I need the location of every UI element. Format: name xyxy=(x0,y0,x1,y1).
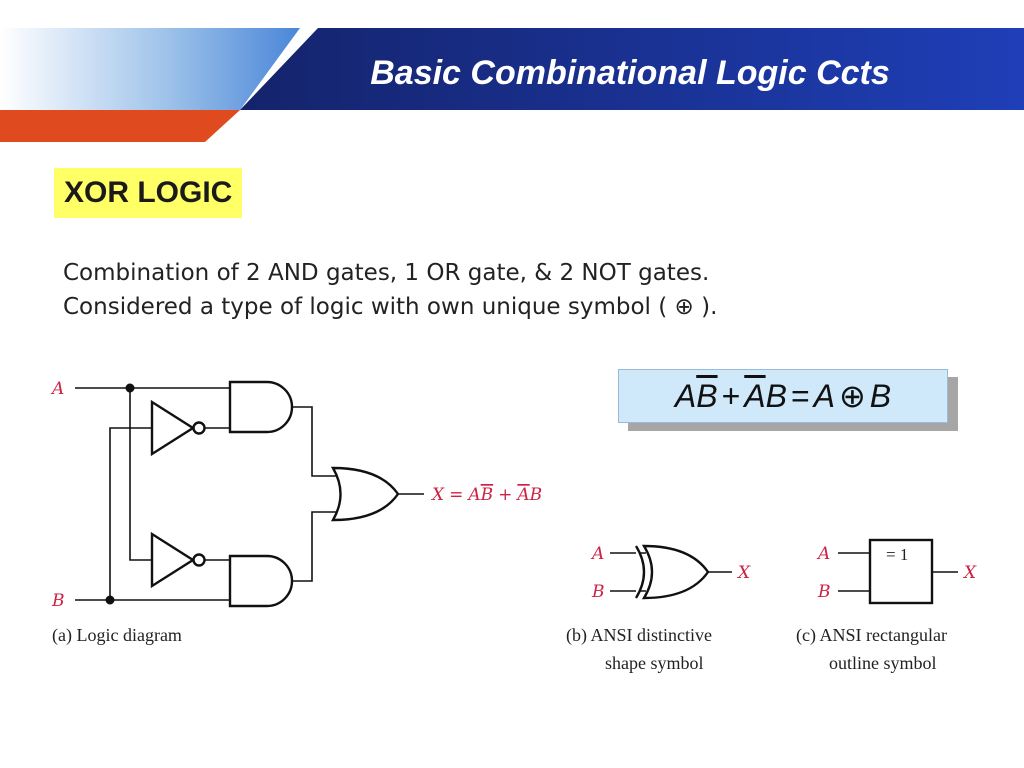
wire-and-upper-to-or xyxy=(292,406,338,477)
logic-diagram: A B X=AB+AB (a) Logic diagram xyxy=(50,379,542,646)
input-b-label: B xyxy=(51,591,65,611)
formula-term1-a: A xyxy=(674,378,697,414)
output-x: X xyxy=(430,485,445,505)
sym-b-input-a: A xyxy=(590,544,604,564)
not-gate-lower-bubble xyxy=(192,553,206,567)
caption-b-line2: shape symbol xyxy=(605,653,704,673)
formula-xor-symbol: ⊕ xyxy=(838,378,866,414)
not-gate-upper xyxy=(150,399,196,457)
caption-c-line2: outline symbol xyxy=(829,653,937,673)
output-equals: = xyxy=(449,485,463,505)
xor-gate-extra-curve xyxy=(634,545,646,599)
formula-term1-b-negated: B xyxy=(696,378,718,414)
wire-b-to-upper-inverter xyxy=(109,427,152,600)
caption-b-line1: (b) ANSI distinctive xyxy=(566,625,712,646)
body-text: Combination of 2 AND gates, 1 OR gate, &… xyxy=(63,256,963,324)
output-t2-b: B xyxy=(529,485,543,505)
header-orange-band xyxy=(0,110,240,142)
header-sky-band xyxy=(0,28,300,110)
formula-equals: = xyxy=(790,378,810,414)
output-t2-a: A xyxy=(515,485,529,505)
sym-c-input-b: B xyxy=(817,582,831,602)
sym-c-input-a: A xyxy=(816,544,830,564)
sym-b-input-b: B xyxy=(591,582,605,602)
xor-gate-body xyxy=(641,544,710,600)
formula-term2-b: B xyxy=(765,378,787,414)
body-line-1: Combination of 2 AND gates, 1 OR gate, &… xyxy=(63,260,710,286)
not-gate-upper-bubble xyxy=(192,421,206,435)
wire-a-to-lower-inverter xyxy=(129,388,152,561)
or-gate xyxy=(330,466,400,522)
xor-diagrams: A B X=AB+AB (a) Logic diagram A B X (b) … xyxy=(50,379,977,673)
not-gate-lower xyxy=(150,531,196,589)
formula-rhs-b: B xyxy=(869,378,892,414)
formula-rhs-a: A xyxy=(813,378,835,414)
formula-term2-a-negated: A xyxy=(744,378,766,414)
sym-b-output: X xyxy=(736,563,751,583)
output-plus: + xyxy=(498,485,512,505)
caption-a: (a) Logic diagram xyxy=(52,625,182,646)
xor-rect-label: = 1 xyxy=(886,545,908,564)
wire-and-lower-to-or xyxy=(292,511,338,582)
section-label: XOR LOGIC xyxy=(54,168,243,218)
header-banner xyxy=(0,28,1024,142)
xor-rect-box xyxy=(868,538,934,605)
caption-c-line1: (c) ANSI rectangular xyxy=(796,625,947,646)
output-t1-a: A xyxy=(466,485,480,505)
and-gate-lower xyxy=(228,554,294,608)
ansi-rectangular-symbol: = 1 A B X (c) ANSI rectangular outline s… xyxy=(796,538,977,673)
formula-plus: + xyxy=(721,378,741,414)
input-a-label: A xyxy=(50,379,64,399)
and-gate-upper xyxy=(228,380,294,434)
xor-formula: AB+AB=A⊕B xyxy=(618,369,948,423)
output-expression: X=AB+AB xyxy=(430,485,542,505)
slide-title: Basic Combinational Logic Ccts xyxy=(370,54,890,92)
ansi-distinctive-symbol: A B X (b) ANSI distinctive shape symbol xyxy=(566,544,751,673)
sym-c-output: X xyxy=(962,563,977,583)
body-line-2: Considered a type of logic with own uniq… xyxy=(63,294,718,320)
output-t1-b: B xyxy=(480,485,494,505)
header-navy-band xyxy=(240,28,1024,110)
